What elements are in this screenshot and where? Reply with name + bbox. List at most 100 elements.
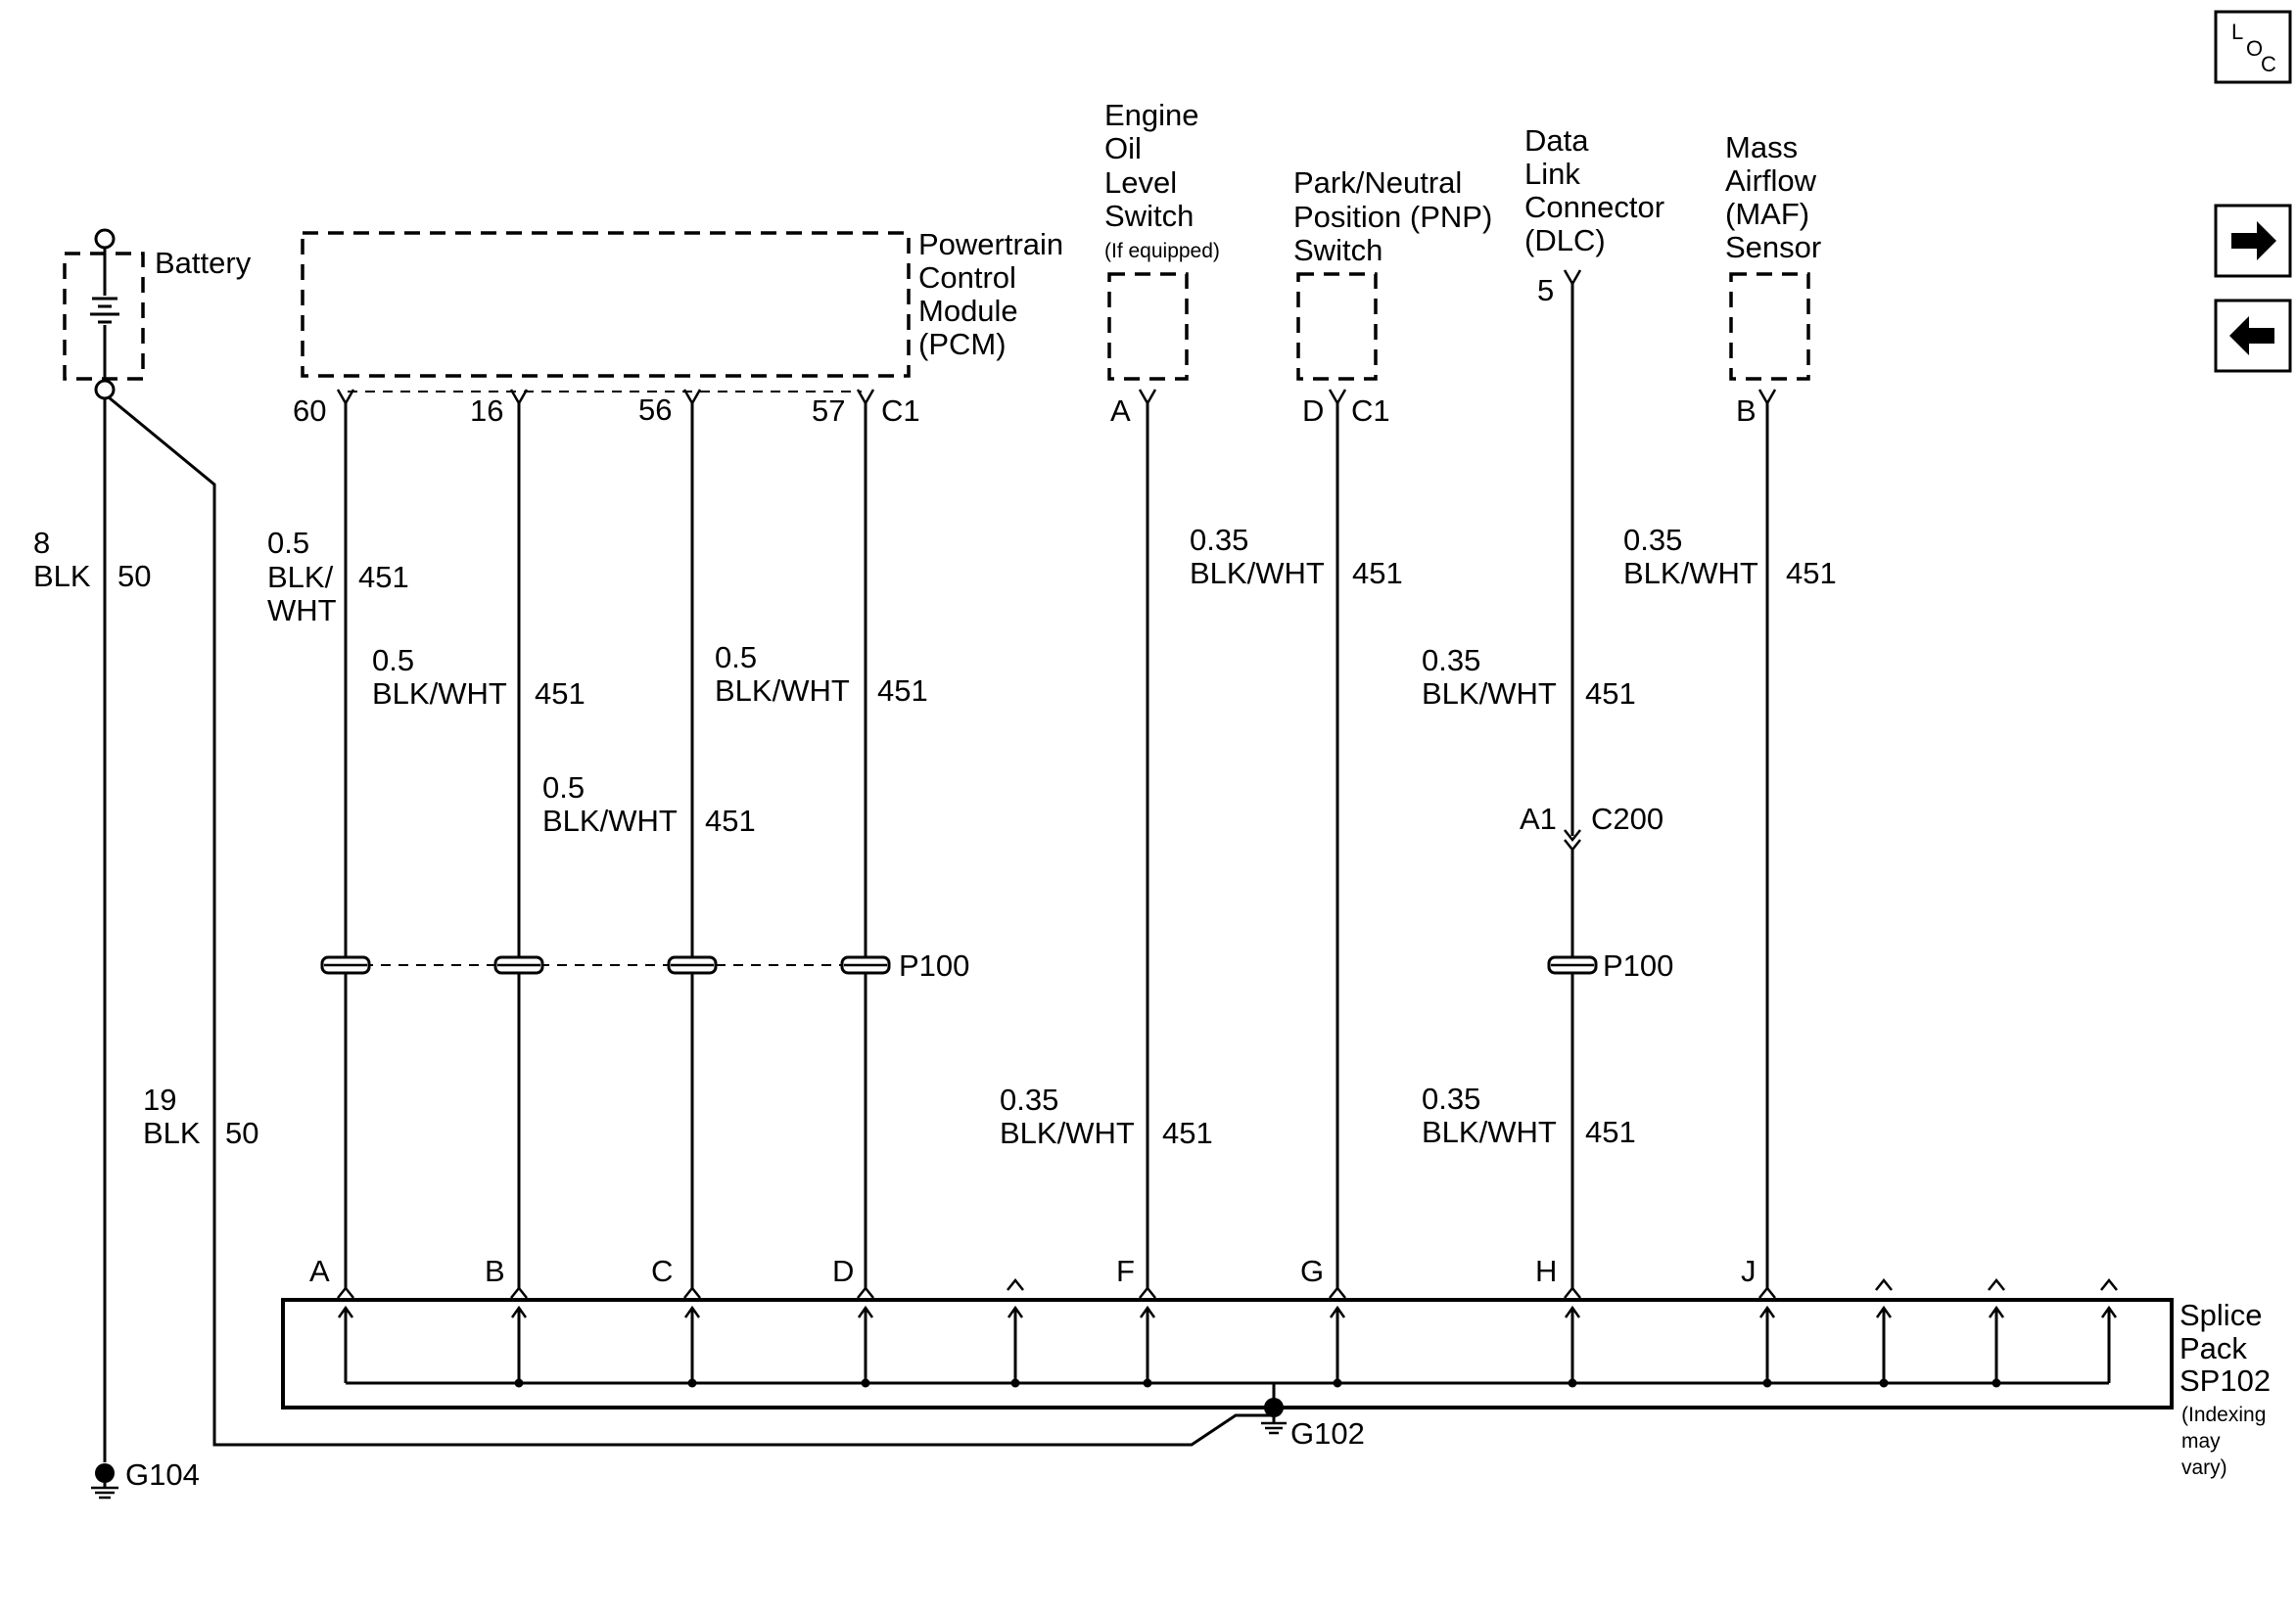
previous-page-button[interactable] [2214,299,2292,373]
svg-text:P100: P100 [899,948,969,983]
svg-text:(Indexing: (Indexing [2181,1404,2266,1426]
svg-text:vary): vary) [2181,1456,2227,1479]
svg-text:C1: C1 [881,393,920,428]
svg-text:G104: G104 [125,1457,200,1492]
splice-pack-sp102: A B C D F G H J Splice Pack SP102 (Index… [281,1254,2271,1479]
svg-text:may: may [2181,1430,2221,1453]
svg-text:Powertrain: Powertrain [918,227,1063,261]
svg-text:BLK/WHT: BLK/WHT [715,673,850,708]
svg-text:Engine: Engine [1104,98,1199,132]
splice-cavity-spare [1875,1277,1893,1388]
svg-text:BLK/WHT: BLK/WHT [542,804,678,838]
svg-text:0.35: 0.35 [1000,1083,1058,1117]
maf-sensor: Mass Airflow (MAF) Sensor B [1725,130,1821,428]
svg-text:451: 451 [1585,676,1636,711]
svg-text:451: 451 [1585,1115,1636,1149]
svg-text:451: 451 [358,560,409,594]
ground-g102: G102 [1261,1398,1365,1451]
svg-text:0.5: 0.5 [267,526,309,560]
svg-text:BLK/WHT: BLK/WHT [1422,676,1557,711]
svg-text:D: D [832,1254,854,1288]
connector-p100-right: P100 [1547,948,1673,983]
splice-cavities [337,1277,2118,1388]
svg-text:5: 5 [1537,273,1554,307]
svg-text:Switch: Switch [1293,233,1382,267]
svg-text:Module: Module [918,294,1018,328]
svg-text:A: A [1110,393,1131,428]
svg-text:Mass: Mass [1725,130,1798,164]
svg-text:0.35: 0.35 [1422,1082,1480,1116]
svg-text:BLK: BLK [33,559,91,593]
svg-text:B: B [485,1254,505,1288]
splice-cavity-wired [337,1285,354,1383]
terminal-forks [336,269,1777,406]
svg-text:D: D [1302,393,1324,428]
svg-text:(PCM): (PCM) [918,327,1007,361]
svg-text:C200: C200 [1591,802,1663,836]
svg-text:BLK/WHT: BLK/WHT [1422,1115,1557,1149]
svg-text:Control: Control [918,260,1016,295]
arrow-left-icon [2229,316,2274,355]
svg-text:50: 50 [225,1116,258,1150]
svg-text:0.35: 0.35 [1623,523,1682,557]
svg-text:C: C [651,1254,673,1288]
arrow-right-icon [2231,221,2276,260]
svg-text:16: 16 [470,393,503,428]
svg-text:(MAF): (MAF) [1725,197,1809,231]
splice-cavity-spare [1988,1277,2005,1388]
svg-text:BLK/WHT: BLK/WHT [372,676,507,711]
splice-cavity-wired [857,1285,874,1388]
svg-text:P100: P100 [1603,948,1673,983]
svg-text:F: F [1116,1254,1135,1288]
splice-cavity-wired [683,1285,701,1388]
pnp-switch: Park/Neutral Position (PNP) Switch D C1 [1293,165,1492,428]
splice-cavity-wired [510,1285,528,1388]
battery-g102-wire [108,395,1274,1447]
svg-text:G102: G102 [1290,1416,1365,1451]
pcm-component: Powertrain Control Module (PCM) [301,227,1063,393]
svg-text:(If equipped): (If equipped) [1104,240,1220,262]
svg-text:0.5: 0.5 [372,643,414,677]
svg-text:451: 451 [877,673,928,708]
battery-component: Battery [63,228,252,400]
svg-text:C: C [2261,52,2276,76]
svg-text:19: 19 [143,1083,176,1117]
svg-text:Link: Link [1524,157,1580,191]
battery-label: Battery [155,246,252,280]
splice-cavity-wired [1329,1285,1346,1388]
next-page-button[interactable] [2214,204,2292,278]
svg-text:A1: A1 [1520,802,1557,836]
svg-text:8: 8 [33,526,50,560]
svg-text:Position (PNP): Position (PNP) [1293,200,1492,234]
engine-oil-level-switch: Engine Oil Level Switch (If equipped) A [1104,98,1220,428]
svg-text:BLK/WHT: BLK/WHT [1000,1116,1135,1150]
svg-text:L: L [2231,20,2243,44]
svg-text:0.35: 0.35 [1422,643,1480,677]
svg-text:C1: C1 [1351,393,1390,428]
svg-text:BLK: BLK [143,1116,201,1150]
svg-text:BLK/WHT: BLK/WHT [1623,556,1758,590]
connector-c200: A1 C200 [1520,802,1663,853]
svg-text:B: B [1736,393,1757,428]
svg-text:Airflow: Airflow [1725,163,1817,198]
svg-text:451: 451 [1162,1116,1213,1150]
svg-text:O: O [2246,36,2263,61]
svg-text:Park/Neutral: Park/Neutral [1293,165,1462,200]
svg-text:Data: Data [1524,123,1589,158]
data-link-connector: Data Link Connector (DLC) 5 [1524,123,1664,307]
location-view-button[interactable]: L O C [2214,10,2292,84]
svg-text:J: J [1741,1254,1757,1288]
svg-text:WHT: WHT [267,593,337,627]
svg-text:451: 451 [705,804,756,838]
svg-text:0.5: 0.5 [542,770,585,805]
svg-text:G: G [1300,1254,1324,1288]
splice-cavity-spare [2100,1277,2118,1383]
svg-text:57: 57 [812,393,845,428]
svg-text:451: 451 [1352,556,1403,590]
ground-g104: G104 [91,1457,200,1500]
svg-text:0.35: 0.35 [1190,523,1248,557]
splice-cavity-wired [1758,1285,1776,1388]
splice-cavity-wired [1564,1285,1581,1388]
splice-cavity-wired [1139,1285,1156,1388]
svg-text:Connector: Connector [1524,190,1664,224]
